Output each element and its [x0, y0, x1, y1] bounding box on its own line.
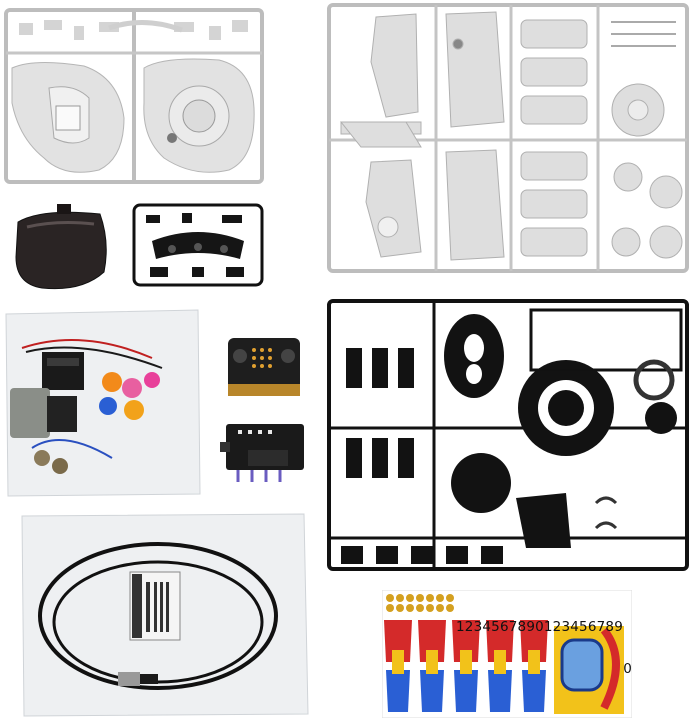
- small-black-sprue: [132, 203, 264, 287]
- sticker-number-strip: 1234567890123456789 0: [456, 592, 632, 676]
- grey-shell-sprue: [4, 8, 266, 188]
- black-frame-sprue: [326, 298, 692, 574]
- sticker-digits-line-1: 1234567890123456789: [456, 619, 623, 635]
- usb-cable-bag: [18, 512, 310, 718]
- expansion-board: [218, 420, 308, 490]
- sticker-digits-line-2: 0: [623, 661, 632, 677]
- black-smoked-cover: [12, 202, 112, 294]
- grey-body-sprue: [326, 2, 692, 276]
- sticker-sheet: [382, 590, 632, 718]
- electronics-bag: [2, 308, 202, 498]
- microbit-board: [226, 336, 302, 398]
